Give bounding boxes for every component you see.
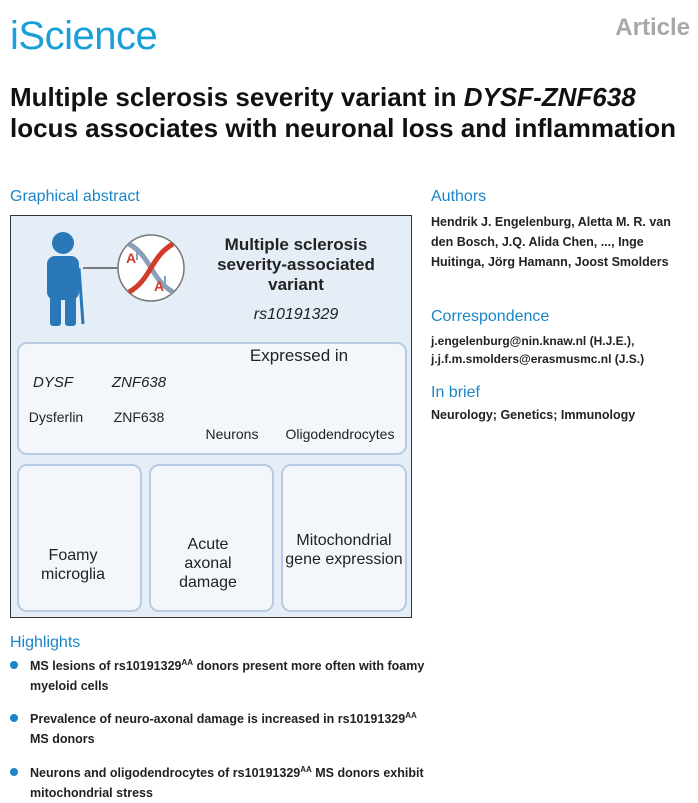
cell-neurons-label: Neurons bbox=[205, 426, 259, 442]
variant-title: Multiple sclerosis severity-associated v… bbox=[217, 235, 375, 294]
highlight-text: Neurons and oligodendrocytes of rs101913… bbox=[30, 763, 430, 803]
title-gene-locus: DYSF-ZNF638 bbox=[463, 82, 636, 112]
email-engelenburg[interactable]: j.engelenburg@nin.knaw.nl (H.J.E.), bbox=[431, 334, 635, 348]
expressed-in-label: Expressed in bbox=[249, 346, 349, 365]
highlight-text-post: MS donors exhibit mitochondrial stress bbox=[30, 766, 424, 800]
in-brief-text: Neurology; Genetics; Immunology bbox=[431, 408, 636, 422]
highlight-text-post: donors present more often with foamy mye… bbox=[30, 659, 425, 693]
person-icon bbox=[47, 232, 85, 326]
graphical-abstract-heading: Graphical abstract bbox=[10, 188, 140, 205]
highlight-text-pre: MS lesions of rs10191329 bbox=[30, 659, 182, 673]
author-list: Hendrik J. Engelenburg, Aletta M. R. van… bbox=[431, 215, 671, 269]
in-brief-heading: In brief bbox=[431, 384, 480, 401]
highlight-text-pre: Neurons and oligodendrocytes of rs101913… bbox=[30, 766, 301, 780]
highlights-heading: Highlights bbox=[10, 634, 81, 651]
cell-oligodendrocytes-label: Oligodendrocytes bbox=[285, 426, 395, 442]
expression-panel bbox=[17, 342, 407, 455]
effect-label-foamy-microglia: Foamy microglia bbox=[40, 547, 105, 583]
genotype-superscript: AA bbox=[300, 764, 312, 774]
article-type-label: Article bbox=[615, 14, 690, 41]
effect-panel-3 bbox=[281, 464, 407, 612]
genotype-superscript: AA bbox=[181, 657, 194, 667]
bullet-icon bbox=[10, 714, 18, 722]
journal-name: iScience bbox=[10, 14, 158, 58]
effect-panel-2 bbox=[149, 464, 274, 612]
gene-dysf-label: DYSF bbox=[32, 374, 73, 391]
genotype-superscript: AA bbox=[405, 710, 417, 720]
highlight-item: MS lesions of rs10191329AA donors presen… bbox=[10, 656, 430, 696]
bullet-icon bbox=[10, 768, 18, 776]
bullet-icon bbox=[10, 661, 18, 669]
dna-helix-icon bbox=[117, 234, 185, 302]
variant-id: rs10191329 bbox=[253, 306, 339, 323]
allele-label-top: A bbox=[126, 250, 137, 266]
correspondence-emails: j.engelenburg@nin.knaw.nl (H.J.E.), j.j.… bbox=[431, 332, 691, 368]
protein-dysferlin-label: Dysferlin bbox=[28, 409, 84, 425]
title-part-2: locus associates with neuronal loss and … bbox=[10, 113, 677, 143]
highlight-text: Prevalence of neuro-axonal damage is inc… bbox=[30, 709, 430, 749]
highlight-item: Prevalence of neuro-axonal damage is inc… bbox=[10, 709, 430, 749]
protein-znf638-label: ZNF638 bbox=[113, 409, 165, 425]
paper-title: Multiple sclerosis severity variant in D… bbox=[10, 82, 690, 144]
effect-panel-1 bbox=[17, 464, 142, 612]
correspondence-heading: Correspondence bbox=[431, 308, 550, 325]
highlight-text-pre: Prevalence of neuro-axonal damage is inc… bbox=[30, 712, 406, 726]
gene-znf638-label: ZNF638 bbox=[111, 374, 167, 391]
highlight-text-post: MS donors bbox=[30, 732, 95, 746]
effect-label-axonal-damage: Acute axonal damage bbox=[179, 536, 237, 591]
highlight-item: Neurons and oligodendrocytes of rs101913… bbox=[10, 763, 430, 803]
graphical-abstract: A A Multiple sclerosis severity-associat… bbox=[10, 215, 412, 618]
highlight-text: MS lesions of rs10191329AA donors presen… bbox=[30, 656, 430, 696]
title-part-1: Multiple sclerosis severity variant in bbox=[10, 82, 464, 112]
email-smolders[interactable]: j.j.f.m.smolders@erasmusmc.nl (J.S.) bbox=[431, 352, 645, 366]
allele-label-bottom: A bbox=[154, 278, 165, 294]
authors-heading: Authors bbox=[431, 188, 487, 205]
effect-label-mitochondrial-expression: Mitochondrial gene expression bbox=[285, 532, 403, 568]
